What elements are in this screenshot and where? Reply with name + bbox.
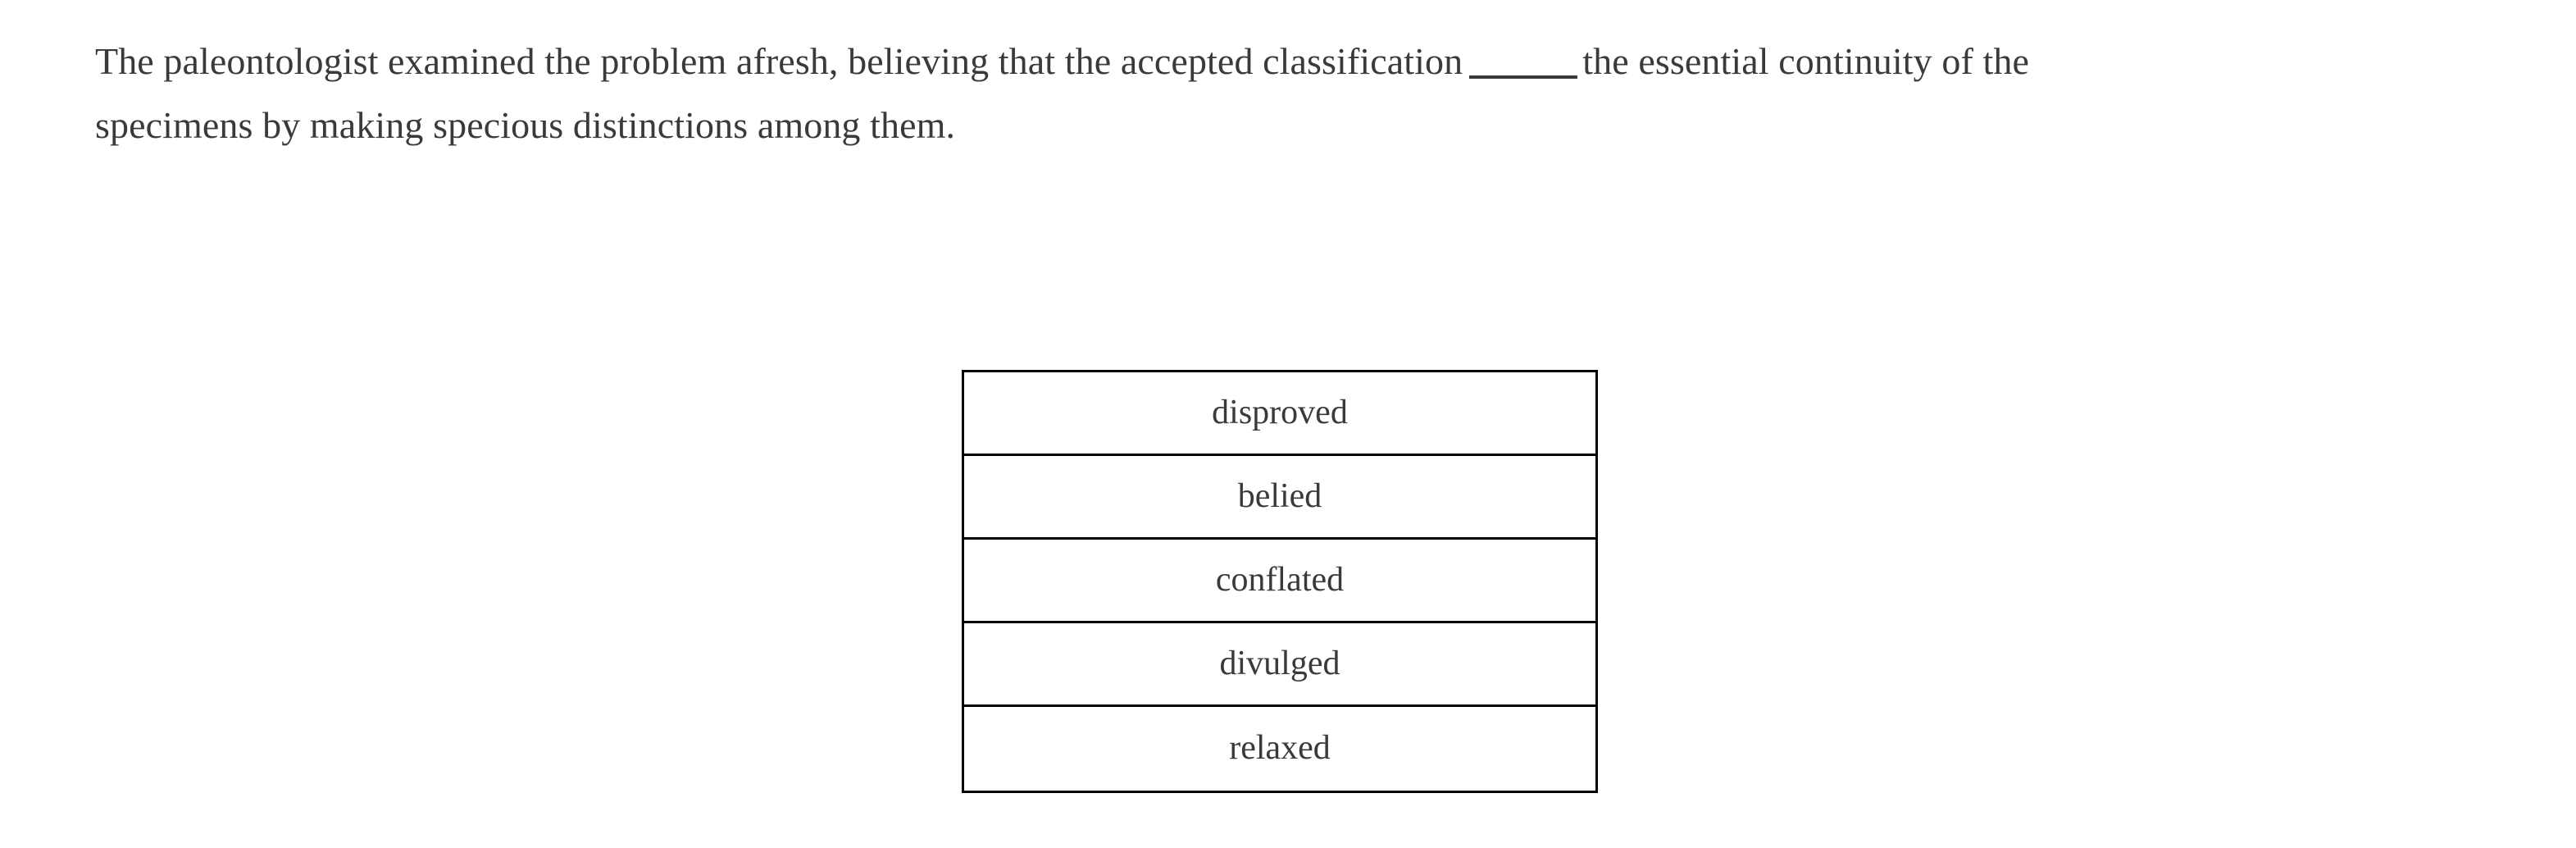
answer-choice-label: relaxed: [1229, 729, 1331, 767]
answer-choice-option[interactable]: disproved: [964, 372, 1595, 456]
answer-choices-list: disproved belied conflated divulged rela…: [962, 370, 1598, 793]
question-stem-line-2: specimens by making specious distinction…: [95, 104, 956, 146]
answer-choice-label: disproved: [1212, 393, 1348, 431]
answer-choice-label: conflated: [1215, 560, 1345, 599]
question-stem: The paleontologist examined the problem …: [95, 30, 2391, 157]
question-stem-line-1: The paleontologist examined the problem …: [95, 30, 2391, 93]
answer-blank: [1469, 75, 1578, 79]
question-text-before-blank: The paleontologist examined the problem …: [95, 40, 1463, 82]
answer-choice-label: divulged: [1219, 644, 1340, 682]
question-text-after-blank: the essential continuity of the: [1582, 40, 2029, 82]
answer-choice-option[interactable]: belied: [964, 456, 1595, 540]
answer-choice-label: belied: [1237, 476, 1322, 515]
answer-choice-option[interactable]: conflated: [964, 540, 1595, 623]
answer-choice-option[interactable]: relaxed: [964, 707, 1595, 791]
answer-choice-option[interactable]: divulged: [964, 623, 1595, 707]
